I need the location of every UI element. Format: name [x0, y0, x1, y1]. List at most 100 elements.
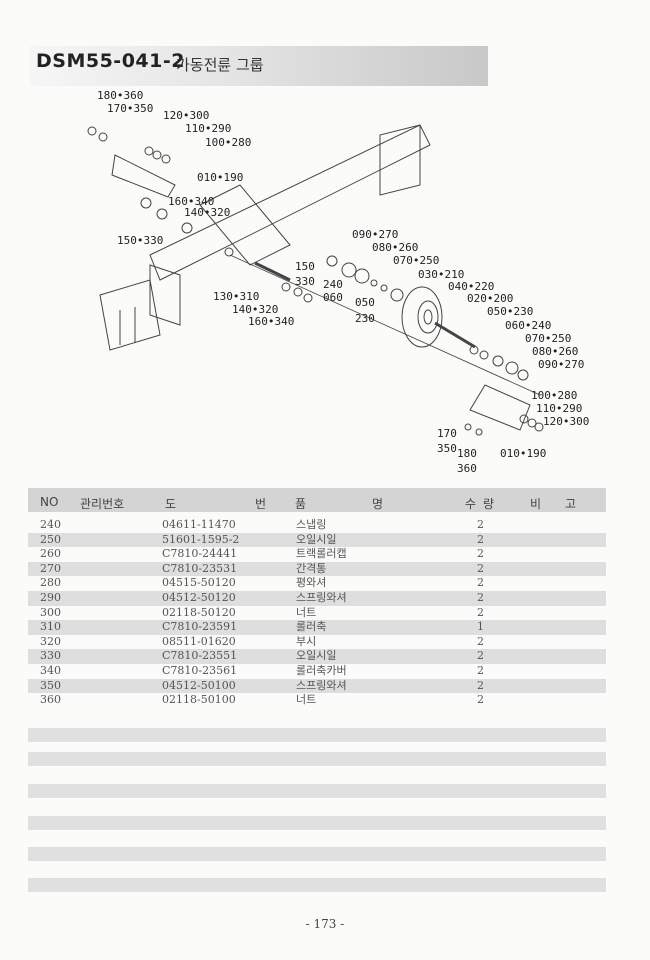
left-arm [111, 154, 176, 198]
callout-label: 060 [323, 291, 343, 304]
callout-label: 100•280 [205, 136, 252, 149]
part-no-cell: 350 [40, 678, 61, 692]
blank-row [28, 784, 606, 798]
table-row: 300 02118-50120 너트 2 [28, 606, 606, 621]
quantity-cell: 2 [477, 532, 484, 546]
col-part-name: 명 [372, 497, 384, 511]
callout-label: 170•350 [107, 102, 154, 115]
callout-label: 090•270 [538, 358, 585, 371]
callout-label: 120•300 [543, 415, 590, 428]
col-quantity: 량 [483, 497, 495, 511]
callout-label: 070•250 [525, 332, 572, 345]
blank-row [28, 878, 606, 892]
col-remarks: 비 [530, 497, 542, 511]
quantity-cell: 2 [477, 591, 484, 604]
part-name-cell: 롤러축 [296, 620, 327, 634]
part-name-cell: 스프링와셔 [296, 591, 347, 604]
callout-label: 150•330 [117, 234, 164, 247]
quantity-cell: 2 [477, 693, 484, 707]
table-header [28, 488, 606, 512]
drawing-number-cell: C7810-23551 [162, 649, 238, 663]
drawing-number-cell: 04515-50120 [162, 576, 236, 590]
table-row: 250 51601-1595-2 오일시일 2 [28, 532, 606, 548]
quantity-cell: 2 [477, 547, 484, 561]
callout-label: 180 [457, 447, 477, 460]
col-no: NO [40, 495, 59, 509]
col-quantity: 수 [465, 497, 477, 511]
part-name-cell: 오일시일 [296, 532, 337, 546]
col-management-number: 관리번호 [80, 497, 125, 511]
callout-label: 120•300 [163, 109, 210, 122]
col-part-name: 품 [295, 497, 307, 511]
callout-label: 100•280 [531, 389, 578, 402]
part-name-cell: 평와셔 [296, 576, 327, 590]
callout-label: 040•220 [448, 280, 495, 293]
part-no-cell: 310 [40, 620, 61, 634]
callout-label: 170 [437, 427, 457, 440]
callout-label: 050 [355, 296, 375, 309]
callout-label: 010•190 [197, 171, 244, 184]
callout-label: 010•190 [500, 447, 547, 460]
quantity-cell: 2 [477, 518, 484, 531]
part-name-cell: 트랙롤러캡 [296, 547, 347, 561]
exploded-parts-diagram: 180•360 170•350 120•300 110•290 100•280 … [0, 85, 650, 485]
roller-shaft [434, 321, 476, 349]
part-no-cell: 280 [40, 576, 61, 590]
callout-label: 240 [323, 278, 343, 291]
drawing-number-cell: 04512-50100 [162, 678, 236, 692]
callout-label: 150 [295, 260, 315, 273]
callout-label: 350 [437, 442, 457, 455]
callout-label: 060•240 [505, 319, 552, 332]
diagram-drawing [87, 124, 544, 436]
right-arm [469, 384, 531, 431]
callout-label: 110•290 [185, 122, 232, 135]
col-remarks: 고 [565, 497, 577, 511]
drawing-number-cell: 08511-01620 [162, 634, 236, 648]
frame-channel [99, 279, 161, 351]
quantity-cell: 2 [477, 605, 484, 619]
drawing-number-cell: 02118-50120 [162, 605, 236, 619]
callout-label: 330 [295, 275, 315, 288]
col-drawing-number: 번 [255, 497, 267, 511]
drawing-number-cell: 51601-1595-2 [162, 532, 240, 546]
quantity-cell: 2 [477, 576, 484, 590]
callout-label: 080•260 [532, 345, 579, 358]
blank-row [28, 728, 606, 742]
quantity-cell: 2 [477, 678, 484, 692]
callout-label: 140•320 [232, 303, 279, 316]
roller-wheel [401, 286, 443, 348]
frame-bracket [199, 184, 291, 266]
quantity-cell: 2 [477, 664, 484, 677]
part-no-cell: 290 [40, 591, 61, 604]
part-no-cell: 340 [40, 664, 61, 677]
col-drawing-number: 도 [165, 497, 177, 511]
callout-label: 160•340 [248, 315, 295, 328]
part-no-cell: 270 [40, 561, 61, 575]
quantity-cell: 2 [477, 561, 484, 575]
callout-label: 230 [355, 312, 375, 325]
part-no-cell: 250 [40, 532, 61, 546]
part-name-cell: 오일시일 [296, 649, 337, 663]
frame-beam [149, 124, 431, 281]
part-name-cell: 너트 [296, 693, 317, 707]
drawing-number-cell: C7810-23591 [162, 620, 238, 634]
callout-label: 140•320 [184, 206, 231, 219]
callout-label: 360 [457, 462, 477, 475]
part-name-cell: 롤러축카버 [296, 664, 347, 677]
callout-label: 080•260 [372, 241, 419, 254]
callout-label: 090•270 [352, 228, 399, 241]
callout-label: 130•310 [213, 290, 260, 303]
title-bar [30, 46, 488, 86]
part-name-cell: 너트 [296, 605, 317, 619]
drawing-number-cell: 04611-11470 [162, 518, 236, 531]
callout-label: 070•250 [393, 254, 440, 267]
part-no-cell: 300 [40, 605, 61, 619]
page-number: - 173 - [305, 917, 345, 931]
